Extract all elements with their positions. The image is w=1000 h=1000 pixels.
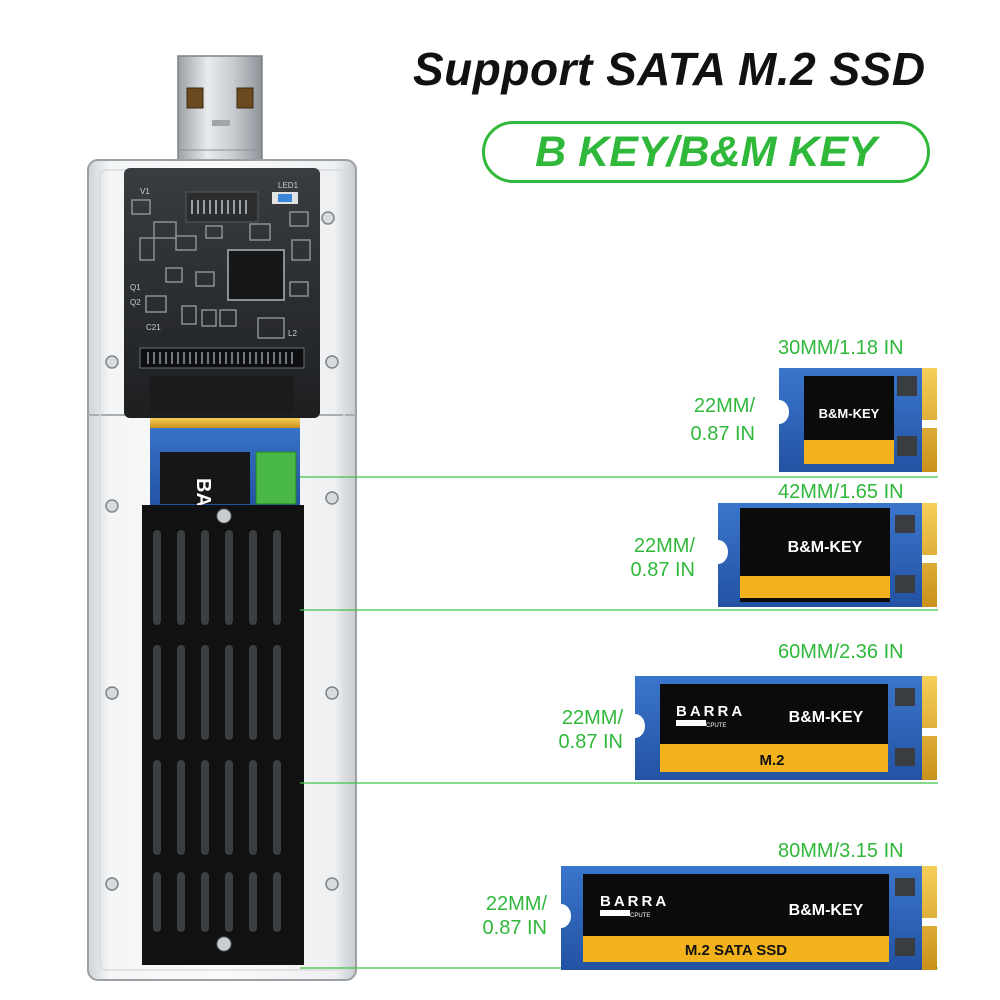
ssd-80mm-model: M.2 SATA SSD [685,942,787,959]
ssd-30mm-length-label: 30MM/1.18 IN [778,337,904,359]
ssd-42mm-width-top: 22MM/ [633,535,695,557]
ssd-42mm-width-bottom: 0.87 IN [630,559,695,581]
key-type-badge: B KEY/B&M KEY [482,121,930,183]
pcb-silk-led1: LED1 [278,181,299,190]
ssd-60mm [635,676,937,780]
ssd-80mm-key-label: B&M-KEY [789,902,864,919]
ssd-80mm-width-bottom: 0.87 IN [482,917,547,939]
ssd-60mm-subbrand: CPUTE [706,723,726,729]
ssd-80mm-length-label: 80MM/3.15 IN [778,840,904,862]
ssd-60mm-key-label: B&M-KEY [789,709,864,726]
page-title: Support SATA M.2 SSD [413,43,926,95]
ssd-60mm-length-label: 60MM/2.36 IN [778,641,904,663]
heatsink [142,505,304,965]
ssd-42mm [718,503,937,607]
pcb-silk-q1: Q1 [130,283,141,292]
ssd-60mm-model: M.2 [759,752,784,769]
ssd-60mm-width-bottom: 0.87 IN [558,731,623,753]
ssd-80mm-width-top: 22MM/ [485,893,547,915]
ssd-60mm-brand: BARRA [676,703,745,720]
usb-a-connector [177,55,263,165]
ssd-30mm [779,368,937,472]
pcb-silk-v1: V1 [140,187,150,196]
ssd-80mm-brand: BARRA [600,893,669,910]
ssd-30mm-key-label: B&M-KEY [819,406,880,421]
ssd-60mm-width-top: 22MM/ [561,707,623,729]
pcb-silk-q2: Q2 [130,298,141,307]
case-screws [105,211,339,891]
pcb-silk-l2: L2 [288,329,297,338]
key-type-label: B KEY/B&M KEY [535,128,877,176]
ssd-80mm [561,866,937,970]
ssd-30mm-width-top: 22MM/ [693,395,755,417]
bridge-pcb: V1 Q1 Q2 C21 L2 LED1 [124,168,320,418]
ssd-80mm-subbrand: CPUTE [630,913,650,919]
pcb-silk-c21: C21 [146,323,161,332]
ssd-42mm-length-label: 42MM/1.65 IN [778,481,904,503]
ssd-30mm-width-bottom: 0.87 IN [690,423,755,445]
ssd-42mm-key-label: B&M-KEY [788,539,863,556]
